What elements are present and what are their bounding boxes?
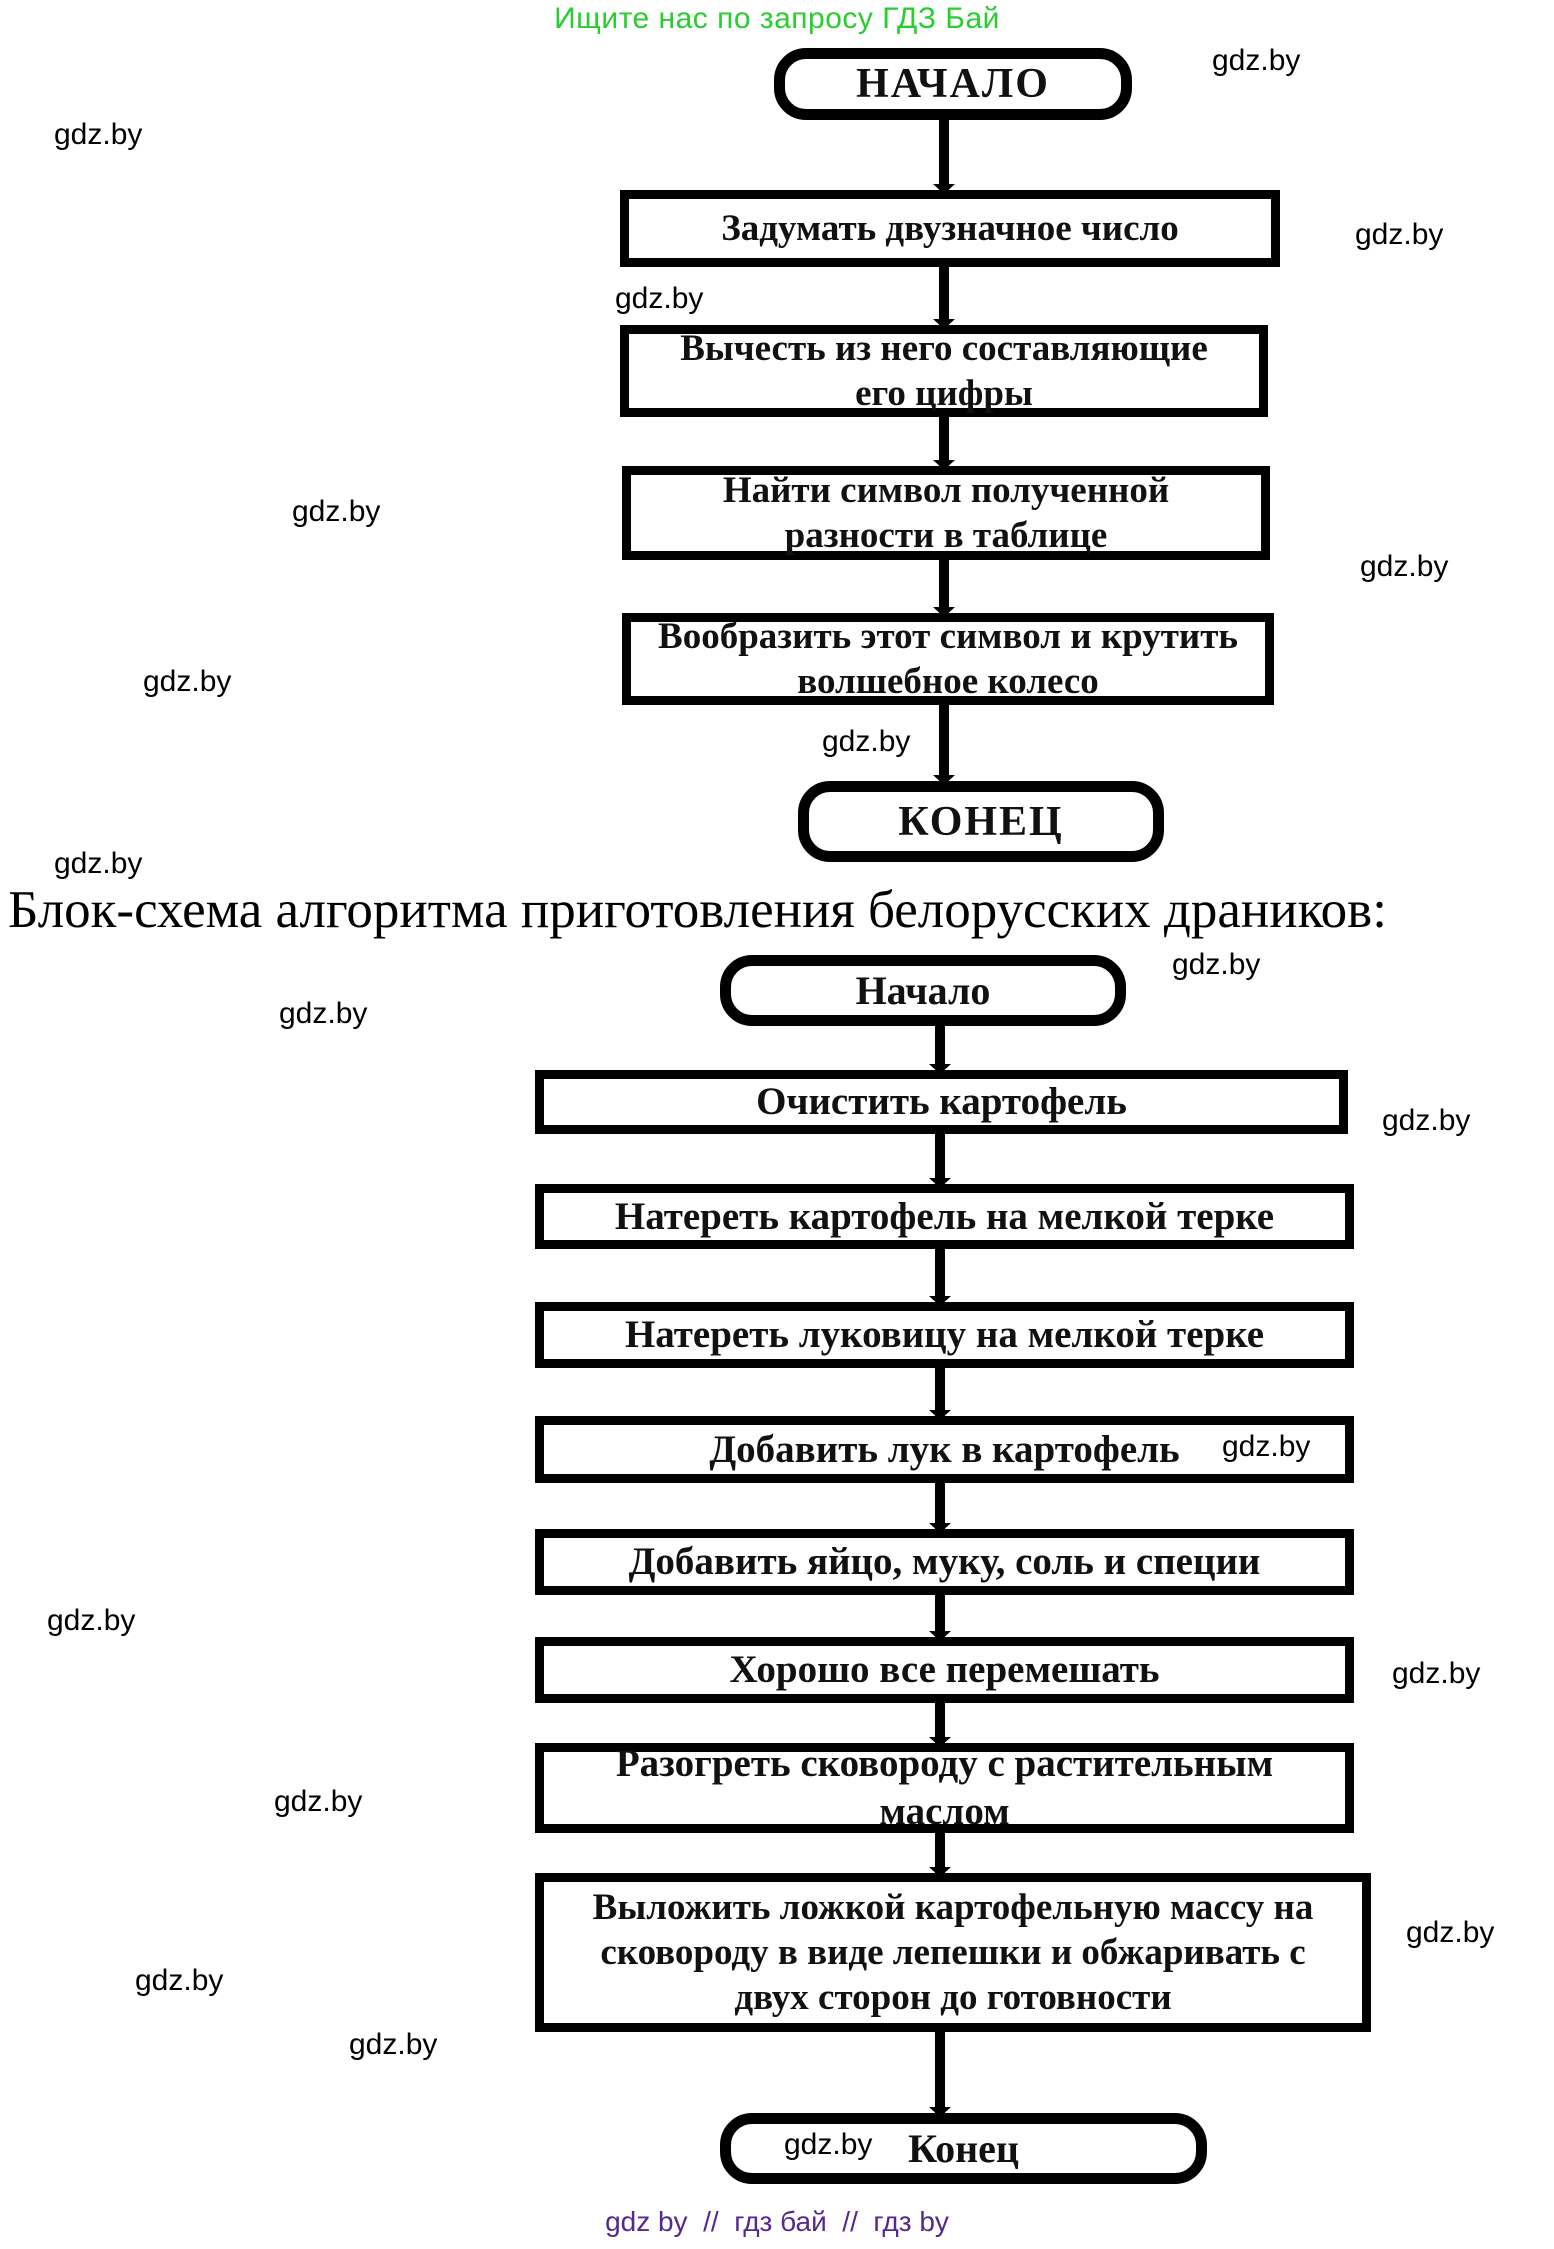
flowchart2-step-1: Очистить картофель xyxy=(535,1070,1348,1134)
flowchart2-step-8: Выложить ложкой картофельную массу на ск… xyxy=(535,1873,1371,2032)
watermark-gdzby: gdz.by xyxy=(1222,1430,1311,1463)
watermark-gdzby: gdz.by xyxy=(47,1604,136,1637)
watermark-gdzby: gdz.by xyxy=(143,665,232,698)
connector-line xyxy=(935,1699,945,1745)
flowchart1-start-terminator: НАЧАЛО xyxy=(774,48,1132,120)
flowchart1-end-terminator: КОНЕЦ xyxy=(798,781,1164,862)
section-title: Блок-схема алгоритма приготовления белор… xyxy=(8,881,1387,939)
connector-line xyxy=(939,413,949,468)
flowchart2-step-5-label: Добавить яйцо, муку, соль и специи xyxy=(628,1540,1261,1584)
flowchart2-step-4: Добавить лук в картофель xyxy=(535,1416,1354,1483)
flowchart1-step-3-label: Найти символ полученной разности в табли… xyxy=(722,469,1170,556)
footer-keywords: gdz by // гдз бай // гдз by xyxy=(605,2206,949,2237)
flowchart2-step-3: Натереть луковицу на мелкой терке xyxy=(535,1302,1354,1368)
watermark-gdzby: gdz.by xyxy=(1382,1104,1471,1137)
flowchart2-start-label: Начало xyxy=(855,968,991,1013)
flowchart1-step-3: Найти символ полученной разности в табли… xyxy=(622,466,1270,560)
watermark-gdzby: gdz.by xyxy=(615,282,704,315)
flowchart2-step-1-label: Очистить картофель xyxy=(756,1080,1127,1124)
flowchart1-start-label: НАЧАЛО xyxy=(856,61,1050,107)
flowchart2-step-2: Натереть картофель на мелкой терке xyxy=(535,1184,1354,1249)
flowchart1-step-1: Задумать двузначное число xyxy=(620,190,1280,267)
watermark-gdzby: gdz.by xyxy=(54,118,143,151)
flowchart1-step-4: Вообразить этот символ и крутить волшебн… xyxy=(622,613,1274,705)
connector-line xyxy=(935,1130,945,1186)
flowchart2-end-label: Конец xyxy=(908,2126,1019,2171)
flowchart2-end-terminator: Конец xyxy=(720,2113,1207,2184)
watermark-gdzby: gdz.by xyxy=(274,1785,363,1818)
connector-line xyxy=(935,1022,945,1072)
connector-line xyxy=(935,1479,945,1531)
flowchart2-step-8-label: Выложить ложкой картофельную массу на ск… xyxy=(592,1886,1314,2019)
watermark-gdzby: gdz.by xyxy=(279,997,368,1030)
flowchart2-step-3-label: Натереть луковицу на мелкой терке xyxy=(624,1313,1265,1357)
connector-line xyxy=(935,1591,945,1639)
flowchart2-step-7-label: Разогреть сковороду с растительным масло… xyxy=(615,1742,1274,1833)
connector-line xyxy=(935,1245,945,1304)
flowchart2-start-terminator: Начало xyxy=(720,955,1126,1026)
connector-line xyxy=(935,1364,945,1418)
watermark-gdzby: gdz.by xyxy=(349,2028,438,2061)
watermark-gdzby: gdz.by xyxy=(54,847,143,880)
connector-line xyxy=(939,556,949,615)
connector-line xyxy=(939,262,949,327)
watermark-gdzby: gdz.by xyxy=(135,1964,224,1997)
watermark-gdzby: gdz.by xyxy=(1360,550,1449,583)
flowchart2-step-5: Добавить яйцо, муку, соль и специи xyxy=(535,1529,1354,1595)
flowchart1-step-2-label: Вычесть из него составляющие его цифры xyxy=(680,327,1208,414)
flowchart2-step-4-label: Добавить лук в картофель xyxy=(709,1427,1180,1471)
flowchart1-step-4-label: Вообразить этот символ и крутить волшебн… xyxy=(658,615,1238,702)
connector-line xyxy=(935,2028,945,2115)
flowchart1-end-label: КОНЕЦ xyxy=(898,798,1064,845)
watermark-gdzby: gdz.by xyxy=(1392,1657,1481,1690)
flowchart2-step-6: Хорошо все перемешать xyxy=(535,1637,1354,1703)
connector-line xyxy=(939,115,949,192)
watermark-gdzby: gdz.by xyxy=(1172,948,1261,981)
watermark-gdzby: gdz.by xyxy=(1355,218,1444,251)
watermark-gdzby: gdz.by xyxy=(1406,1916,1495,1949)
connector-line xyxy=(939,701,949,783)
watermark-gdzby: gdz.by xyxy=(822,725,911,758)
flowchart1-step-1-label: Задумать двузначное число xyxy=(721,207,1179,249)
flowchart2-step-2-label: Натереть картофель на мелкой терке xyxy=(614,1194,1275,1238)
flowchart1-step-2: Вычесть из него составляющие его цифры xyxy=(620,325,1268,417)
flowchart2-step-7: Разогреть сковороду с растительным масло… xyxy=(535,1742,1354,1833)
watermark-gdzby: gdz.by xyxy=(292,495,381,528)
watermark-gdzby: gdz.by xyxy=(1212,44,1301,77)
flowchart2-step-6-label: Хорошо все перемешать xyxy=(729,1648,1160,1692)
connector-line xyxy=(935,1829,945,1875)
promo-banner-text: Ищите нас по запросу ГДЗ Бай xyxy=(554,2,1000,35)
watermark-gdzby: gdz.by xyxy=(784,2128,873,2161)
